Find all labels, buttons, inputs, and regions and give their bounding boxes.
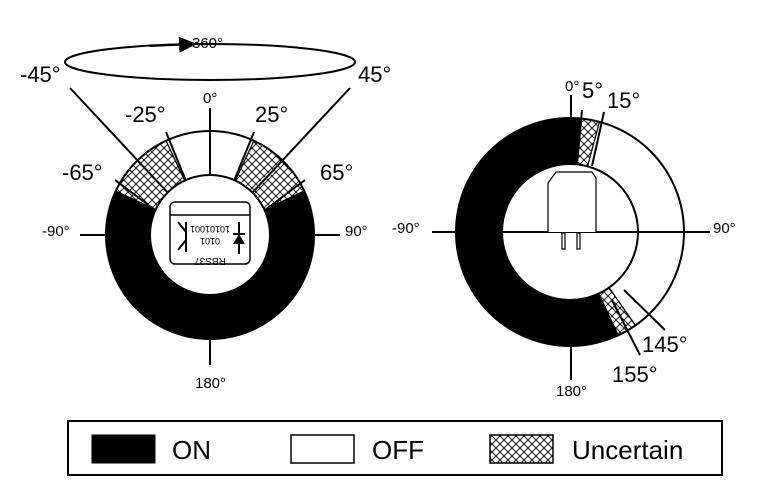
legend-on: ON (172, 435, 211, 465)
rotation-arrow-icon (149, 36, 197, 53)
legend-uncertain: Uncertain (572, 435, 683, 465)
sensor-body (547, 171, 597, 250)
legend-swatch-on (91, 434, 156, 464)
chip-name: RBS37 (194, 255, 226, 266)
label-0: 0° (565, 78, 579, 95)
rbs37-chip: RBS37 0101 10101001 (169, 201, 251, 266)
legend: ON OFF Uncertain (67, 420, 723, 476)
chip-line1: 0101 (200, 236, 220, 246)
label-minus-90: -90° (42, 223, 70, 240)
legend-swatch-off (290, 434, 355, 464)
label-minus-90: -90° (392, 220, 420, 237)
label-minus-65: -65° (62, 160, 103, 185)
label-plus-25: 25° (255, 102, 288, 127)
label-5: 5° (582, 78, 603, 103)
label-minus-25: -25° (125, 102, 166, 127)
right-dial: 0° 5° 15° -90° 90° 145° 155° 180° (392, 78, 736, 400)
label-plus-65: 65° (320, 160, 353, 185)
chip-line2: 10101001 (190, 224, 230, 234)
rotation-ellipse (64, 43, 356, 81)
rotation-label: 360° (192, 35, 223, 52)
transistor-icon (177, 221, 187, 252)
left-angle-lines (69, 87, 351, 365)
left-dial: 360° -45° 45° -25° 0° 25° -65° 65° -90° … (20, 35, 391, 392)
label-145: 145° (642, 332, 688, 357)
label-plus-90: 90° (345, 223, 368, 240)
label-180: 180° (195, 375, 226, 392)
label-minus-45: -45° (20, 62, 61, 87)
label-15: 15° (607, 88, 640, 113)
legend-off: OFF (372, 435, 424, 465)
label-plus-90: 90° (713, 220, 736, 237)
label-180: 180° (556, 383, 587, 400)
diode-icon (233, 222, 245, 254)
label-0: 0° (203, 90, 217, 107)
legend-swatch-uncertain (489, 434, 554, 464)
label-plus-45: 45° (358, 62, 391, 87)
label-155: 155° (612, 362, 658, 387)
